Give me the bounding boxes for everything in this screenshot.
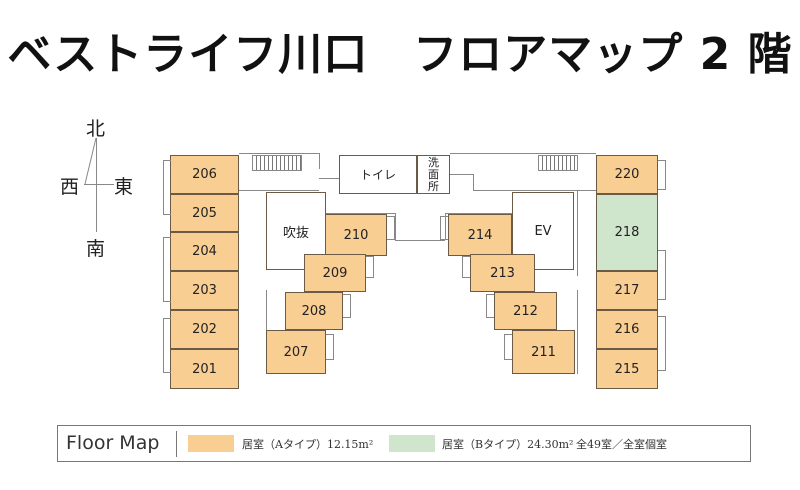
- room-207[interactable]: 207: [266, 330, 326, 374]
- compass-ns-line: [96, 138, 97, 232]
- room-217[interactable]: 217: [596, 271, 658, 310]
- legend-bar: Floor Map 居室（Aタイプ）12.15m² 居室（Bタイプ）24.30m…: [57, 425, 751, 462]
- compass-north: 北: [86, 118, 106, 140]
- room-212[interactable]: 212: [494, 292, 557, 330]
- legend-type-a-label: 居室（Aタイプ）12.15m²: [242, 438, 374, 451]
- room-220[interactable]: 220: [596, 155, 658, 194]
- legend-swatch-type-b: [389, 435, 435, 452]
- room-209[interactable]: 209: [304, 254, 366, 292]
- compass-south: 南: [86, 238, 106, 260]
- room-210[interactable]: 210: [325, 214, 387, 256]
- legend-swatch-type-a: [188, 435, 234, 452]
- page-title: ベストライフ川口 フロアマップ 2 階: [7, 29, 793, 80]
- legend-type-b-label: 居室（Bタイプ）24.30m²: [442, 438, 574, 451]
- stairs-west: [252, 155, 302, 171]
- room-218[interactable]: 218: [596, 194, 658, 271]
- toilet-label: トイレ: [359, 168, 396, 182]
- compass-ew-line: [84, 184, 114, 185]
- washroom-label: 洗面所: [428, 155, 439, 193]
- room-208[interactable]: 208: [285, 292, 343, 330]
- room-201[interactable]: 201: [170, 349, 239, 389]
- room-215[interactable]: 215: [596, 349, 658, 389]
- room-203[interactable]: 203: [170, 271, 239, 310]
- room-206[interactable]: 206: [170, 155, 239, 194]
- room-216[interactable]: 216: [596, 310, 658, 349]
- room-211[interactable]: 211: [512, 330, 575, 374]
- room-205[interactable]: 205: [170, 194, 239, 232]
- legend-summary: 全49室／全室個室: [576, 438, 667, 451]
- toilet-room: トイレ: [339, 155, 417, 194]
- elevator-label: EV: [534, 223, 552, 239]
- compass-west: 西: [60, 176, 80, 198]
- legend-divider: [176, 431, 177, 457]
- room-213[interactable]: 213: [470, 254, 535, 292]
- compass-east: 東: [114, 176, 134, 198]
- compass-arrow-icon: [84, 138, 97, 185]
- stairs-east: [538, 155, 578, 171]
- legend-title: Floor Map: [66, 432, 160, 454]
- room-202[interactable]: 202: [170, 310, 239, 349]
- void-label: 吹抜: [282, 225, 309, 241]
- room-214[interactable]: 214: [448, 214, 512, 256]
- washroom: 洗面所: [417, 155, 450, 194]
- room-204[interactable]: 204: [170, 232, 239, 271]
